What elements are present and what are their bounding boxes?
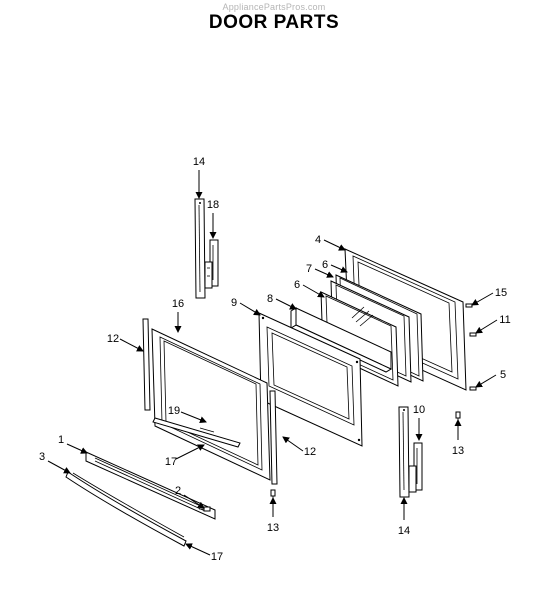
callout-6-top-leader [330, 264, 348, 273]
door-insulation [289, 307, 393, 373]
callout-5: 5 [500, 369, 506, 381]
callout-15: 15 [495, 287, 507, 299]
callout-15-leader [471, 292, 494, 306]
callout-10: 10 [413, 404, 425, 416]
callout-13-right: 13 [452, 445, 464, 457]
callout-4-leader [323, 239, 346, 251]
callout-7: 7 [306, 263, 312, 275]
hinge-channel-right [398, 406, 410, 498]
callout-12-left: 12 [107, 333, 119, 345]
callout-4: 4 [315, 234, 321, 246]
callout-11-leader [475, 319, 498, 334]
callout-6-mid: 6 [294, 279, 300, 291]
side-trim-left [142, 318, 151, 411]
callout-9: 9 [231, 297, 237, 309]
screw-15 [465, 303, 473, 308]
callout-2: 2 [175, 485, 181, 497]
hinge-channel-left [194, 198, 206, 299]
watermark: AppliancePartsPros.com [222, 2, 326, 12]
inner-door-liner [258, 312, 363, 447]
door-frame [151, 328, 271, 481]
callout-3-leader [47, 460, 71, 474]
callout-14-bottom: 14 [398, 525, 410, 537]
callout-12-right-leader [282, 436, 304, 452]
callout-19-leader [180, 411, 207, 424]
callout-12-left-leader [119, 338, 144, 352]
callout-13-mid: 13 [267, 522, 279, 534]
handle-screw [199, 506, 211, 512]
callout-2-leader [183, 494, 205, 509]
callout-9-leader [239, 302, 261, 316]
screw-11 [469, 332, 477, 337]
callout-6-mid-leader [302, 284, 325, 298]
bottom-trim-strip [152, 417, 241, 448]
screw-5 [469, 386, 477, 391]
callout-17-bottom-leader [185, 543, 211, 556]
side-trim-right [269, 390, 278, 485]
callout-3: 3 [39, 451, 45, 463]
callout-5-leader [475, 374, 497, 388]
callout-18: 18 [207, 199, 219, 211]
callout-1: 1 [58, 434, 64, 446]
callout-1-leader [66, 443, 88, 454]
callout-7-leader [314, 268, 334, 278]
callout-8: 8 [267, 293, 273, 305]
hinge-left [204, 239, 219, 289]
callout-12-right: 12 [304, 446, 316, 458]
page-title: DOOR PARTS [208, 12, 340, 33]
door-handle [65, 471, 187, 547]
callout-17-bottom: 17 [211, 551, 223, 563]
callout-17-mid: 17 [165, 456, 177, 468]
callout-6-top: 6 [322, 259, 328, 271]
callout-14-top: 14 [193, 156, 205, 168]
hinge-right [408, 442, 423, 493]
callout-8-leader [275, 298, 297, 310]
vent-trim [85, 451, 216, 520]
callout-11: 11 [499, 314, 510, 326]
callout-17-mid-leader [175, 444, 205, 460]
callout-16: 16 [172, 298, 184, 310]
callout-19: 19 [168, 405, 180, 417]
